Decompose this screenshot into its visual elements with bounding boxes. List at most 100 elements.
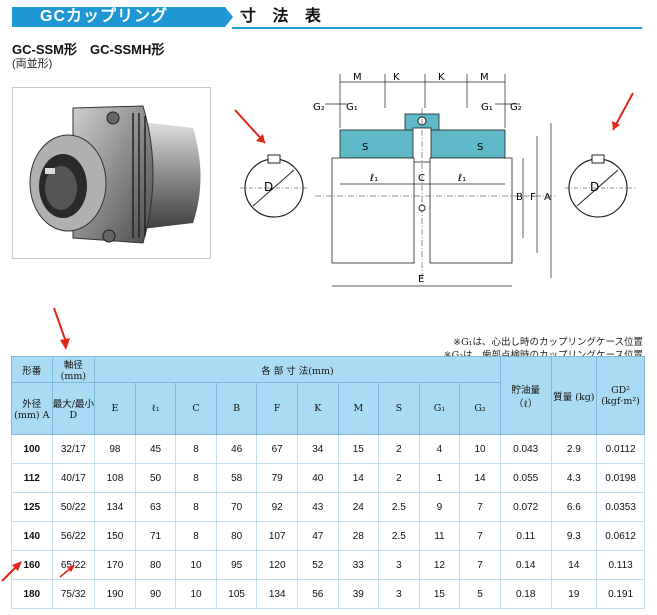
cell-G2: 14 [459,463,501,493]
dim-label-K-right: K [438,72,445,83]
cell-M: 14 [337,463,380,493]
cell-S: 3 [378,550,420,580]
cell-oil: 0.11 [499,521,552,551]
cell-C: 10 [175,550,217,580]
dim-label-A: A [544,192,551,203]
cell-l1: 63 [134,492,177,522]
dim-label-D-left: D [264,180,273,194]
header-mass: 質量 (kg) [550,356,598,435]
cell-C: 10 [175,579,217,609]
header-C: C [175,382,217,435]
cell-M: 15 [337,434,380,464]
cell-C: 8 [175,492,217,522]
left-shaft-section: D [234,109,308,218]
dim-label-K-left: K [393,72,400,83]
dim-label-M-left: M [353,72,362,83]
header-gd: GD² (kgf·m²) [596,356,645,435]
cell-gd: 0.0198 [596,463,645,493]
cell-mass: 2.9 [550,434,598,464]
model-subtitle: (両並形) [12,58,53,70]
dim-label-S-right: S [477,142,483,153]
cell-E: 134 [94,492,136,522]
header-outer-dia: 外径 (mm) A [11,382,53,435]
cell-S: 2 [378,463,420,493]
cell-l1: 90 [134,579,177,609]
cell-F: 107 [256,521,298,551]
cell-M: 24 [337,492,380,522]
cell-E: 190 [94,579,136,609]
cell-bore: 32/17 [51,434,96,464]
cell-gd: 0.191 [596,579,645,609]
cell-K: 56 [296,579,339,609]
dim-label-M-right: M [480,72,489,83]
header-rule [232,27,642,29]
header-model-no: 形番 [11,356,53,383]
dim-label-G1-right: G₁ [481,102,493,113]
product-photo [12,87,211,259]
cell-K: 34 [296,434,339,464]
dim-label-G2-right: G₂ [510,102,522,113]
header-bore-range: 最大/最小 D [51,382,96,435]
cell-bore: 56/22 [51,521,96,551]
note-g1: ※G₁は、心出し時のカップリングケース位置 [453,337,643,348]
dim-label-G1-left: G₁ [346,102,358,113]
cell-B: 80 [215,521,258,551]
cell-mass: 4.3 [550,463,598,493]
cell-mass: 6.6 [550,492,598,522]
cell-F: 67 [256,434,298,464]
banner-arrow-shape [225,7,233,27]
cell-l1: 80 [134,550,177,580]
cell-G1: 9 [418,492,461,522]
cell-l1: 71 [134,521,177,551]
cell-bore: 75/32 [51,579,96,609]
header-G1: G₁ [418,382,461,435]
cell-G2: 7 [459,521,501,551]
cell-gd: 0.0353 [596,492,645,522]
dim-label-C: C [418,173,425,184]
dim-label-F: F [530,192,536,203]
coupling-cross-section-drawing: M K K M G₂ G₁ G₁ G₂ S S ℓ₁ C ℓ₁ B F A E [313,72,557,287]
cell-K: 43 [296,492,339,522]
cell-G1: 12 [418,550,461,580]
cell-B: 95 [215,550,258,580]
model-name: GC-SSM形 GC-SSMH形 [12,42,165,57]
dim-label-G2-left: G₂ [313,102,325,113]
red-arrow-head-icon [612,121,620,130]
cell-mass: 19 [550,579,598,609]
cell-l1: 45 [134,434,177,464]
cell-M: 39 [337,579,380,609]
cell-size: 140 [11,521,53,551]
cell-S: 2.5 [378,492,420,522]
header-F: F [256,382,298,435]
cell-oil: 0.14 [499,550,552,580]
cell-F: 92 [256,492,298,522]
dim-label-E: E [418,274,424,285]
cell-E: 170 [94,550,136,580]
cell-gd: 0.0112 [596,434,645,464]
cell-mass: 14 [550,550,598,580]
header-S: S [378,382,420,435]
cell-oil: 0.055 [499,463,552,493]
header-K: K [296,382,339,435]
cell-size: 125 [11,492,53,522]
cell-G2: 5 [459,579,501,609]
cell-oil: 0.043 [499,434,552,464]
cell-F: 134 [256,579,298,609]
cell-B: 70 [215,492,258,522]
cell-gd: 0.113 [596,550,645,580]
cell-G2: 7 [459,492,501,522]
cell-F: 120 [256,550,298,580]
cell-size: 100 [11,434,53,464]
cell-B: 46 [215,434,258,464]
cell-S: 2 [378,434,420,464]
header-B: B [215,382,258,435]
dimension-table: 形番 軸径(mm) 各 部 寸 法(mm) 貯油量 （ℓ） 質量 (kg) GD… [11,356,645,609]
cell-size: 112 [11,463,53,493]
cell-M: 33 [337,550,380,580]
dim-label-S-left: S [362,142,368,153]
cell-S: 2.5 [378,521,420,551]
cell-l1: 50 [134,463,177,493]
dim-label-D-right: D [590,180,599,194]
